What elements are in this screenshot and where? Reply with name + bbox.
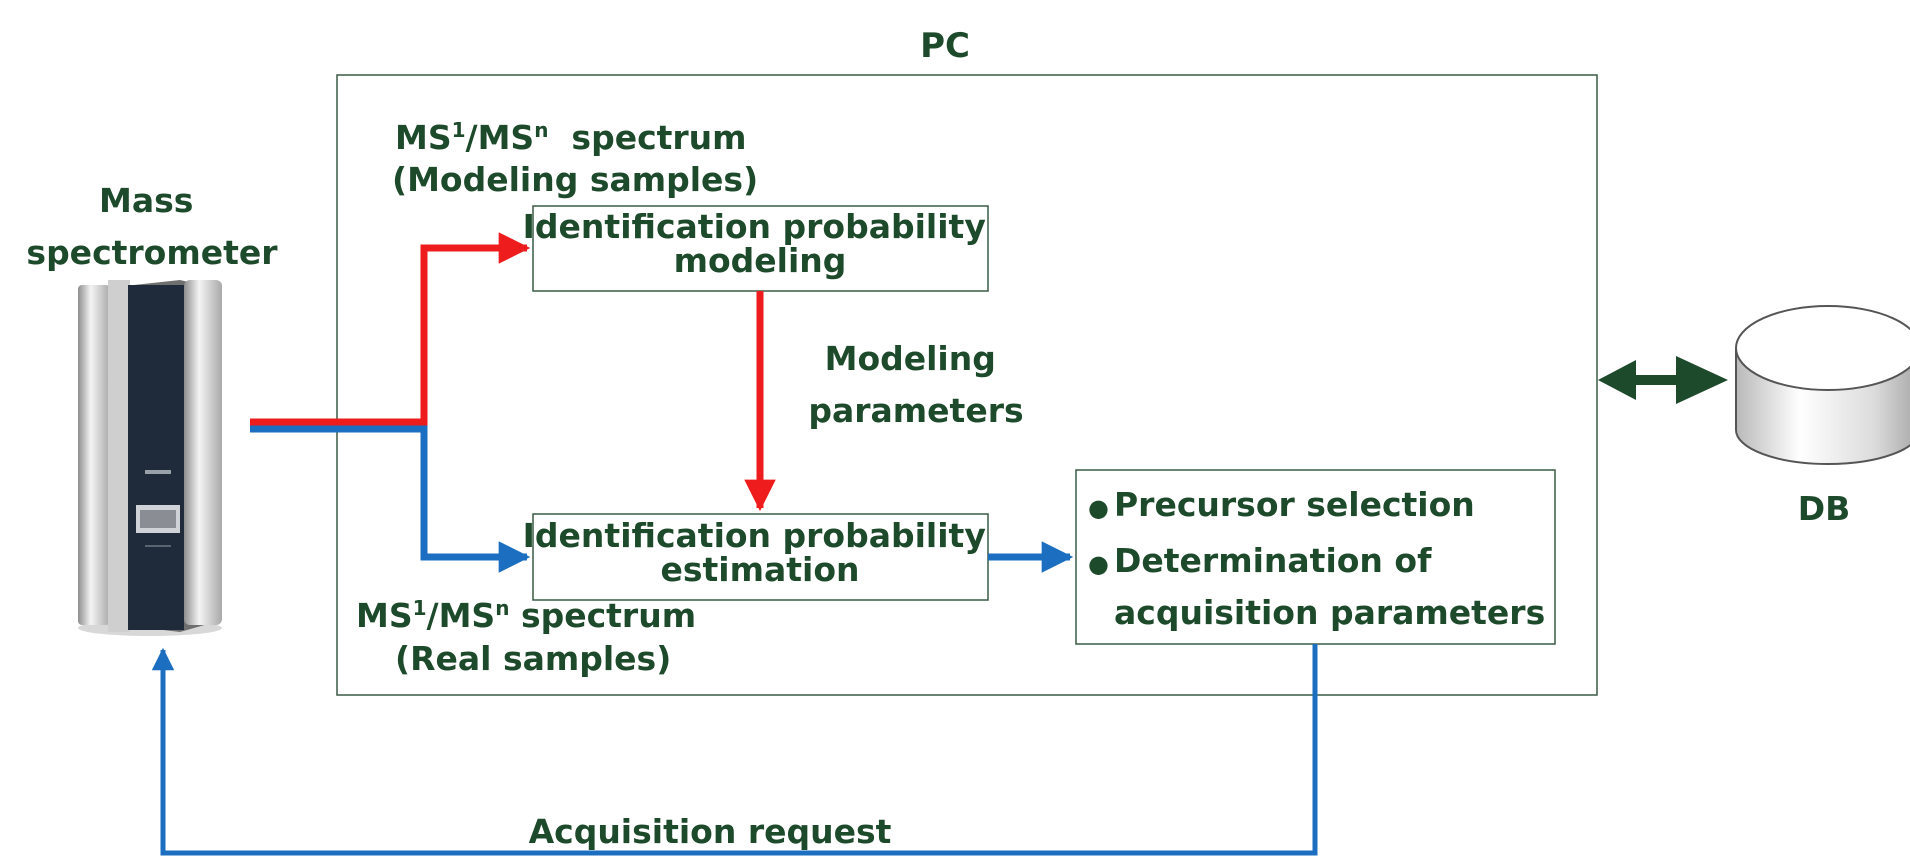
output-box bbox=[1075, 469, 1556, 645]
modeling-input-arrow bbox=[250, 232, 531, 426]
acquisition-request-label: Acquisition request bbox=[529, 812, 892, 851]
pc-label: PC bbox=[920, 26, 970, 66]
output-bullet-1: ● bbox=[1088, 494, 1109, 522]
db-label: DB bbox=[1798, 489, 1851, 528]
database-icon bbox=[1735, 305, 1910, 465]
modeling-parameters-label: Modeling parameters bbox=[808, 339, 1023, 430]
determination-label: Determination of acquisition parameters bbox=[1114, 541, 1545, 632]
modeling-spectrum-label: MS1/MSn spectrum bbox=[395, 118, 747, 157]
estimation-box-label: Identification probability estimation bbox=[523, 516, 998, 589]
modeling-box-label: Identification probability modeling bbox=[523, 207, 998, 280]
precursor-selection-label: Precursor selection bbox=[1114, 485, 1475, 524]
mass-spectrometer-icon bbox=[78, 280, 222, 636]
real-spectrum-label: MS1/MSn spectrum bbox=[356, 596, 696, 635]
estimation-input-arrow bbox=[250, 425, 531, 573]
acquisition-request-arrow bbox=[151, 644, 1318, 856]
modeling-samples-label: (Modeling samples) bbox=[392, 160, 758, 199]
mass-spectrometer-label: Mass spectrometer bbox=[26, 181, 278, 272]
estimation-box bbox=[532, 513, 989, 601]
output-bullet-2: ● bbox=[1088, 550, 1109, 578]
pc-db-double-arrow bbox=[1598, 356, 1728, 404]
real-samples-label: (Real samples) bbox=[395, 639, 671, 678]
pc-box bbox=[336, 74, 1598, 696]
